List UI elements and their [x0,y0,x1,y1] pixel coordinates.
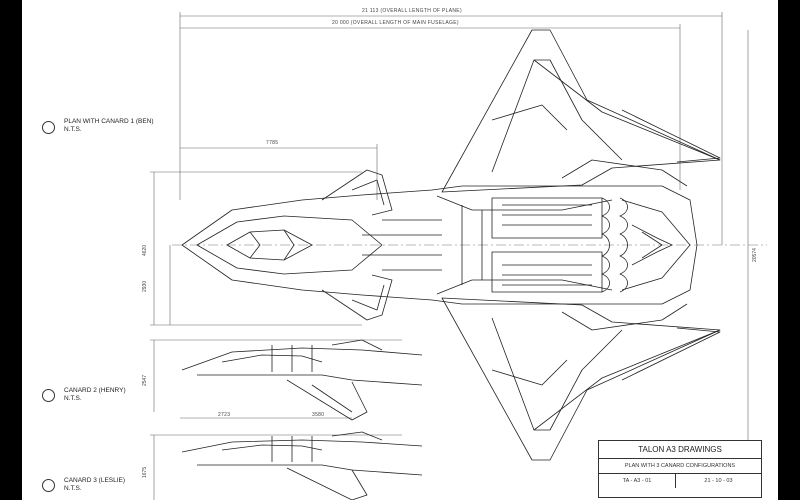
title-block-title: TALON A3 DRAWINGS [599,441,761,459]
drawing-sheet: 21 113 (OVERALL LENGTH OF PLANE) 20 000 … [22,0,778,500]
canard2-width-a-dimension: 2723 [218,412,231,418]
canard3-height-dimension: 1675 [142,466,148,478]
height-b-dimension: 2930 [142,280,148,292]
plan-view-drawing [150,12,767,500]
title-block-subtitle: PLAN WITH 3 CANARD CONFIGURATIONS [599,459,761,474]
plan-marker-circle [42,479,55,492]
fuselage-length-dimension: 20 000 (OVERALL LENGTH OF MAIN FUSELAGE) [332,20,459,26]
title-block: TALON A3 DRAWINGS PLAN WITH 3 CANARD CON… [598,440,762,498]
canard1-scale: N.T.S. [64,126,82,133]
aircraft-plan-view [181,29,721,461]
canard2-scale: N.T.S. [64,395,82,402]
title-block-date: 21 - 10 - 03 [704,478,733,484]
canard-2-drawing [181,339,423,421]
canard1-label: PLAN WITH CANARD 1 (BEN) N.T.S. [64,118,154,134]
canard2-width-b-dimension: 3580 [312,412,325,418]
height-right-dimension: 20574 [752,248,758,262]
canard2-title: CANARD 2 (HENRY) [64,387,126,394]
canard3-label: CANARD 3 (LESLIE) N.T.S. [64,477,125,493]
plan-marker-circle [42,121,55,134]
canard2-height-dimension: 2547 [142,374,148,386]
canard3-scale: N.T.S. [64,485,82,492]
height-a-dimension: 4620 [142,244,148,256]
canard-3-drawing [181,431,423,500]
title-block-ref: TA - A3 - 01 [599,474,676,488]
canard2-label: CANARD 2 (HENRY) N.T.S. [64,387,126,403]
canard-station-dimension: 7785 [266,140,279,146]
dimension-lines [150,12,749,500]
canard3-title: CANARD 3 (LESLIE) [64,477,126,484]
plan-marker-circle [42,389,55,402]
overall-length-dimension: 21 113 (OVERALL LENGTH OF PLANE) [362,8,462,14]
canard1-title: PLAN WITH CANARD 1 (BEN) [64,118,154,125]
